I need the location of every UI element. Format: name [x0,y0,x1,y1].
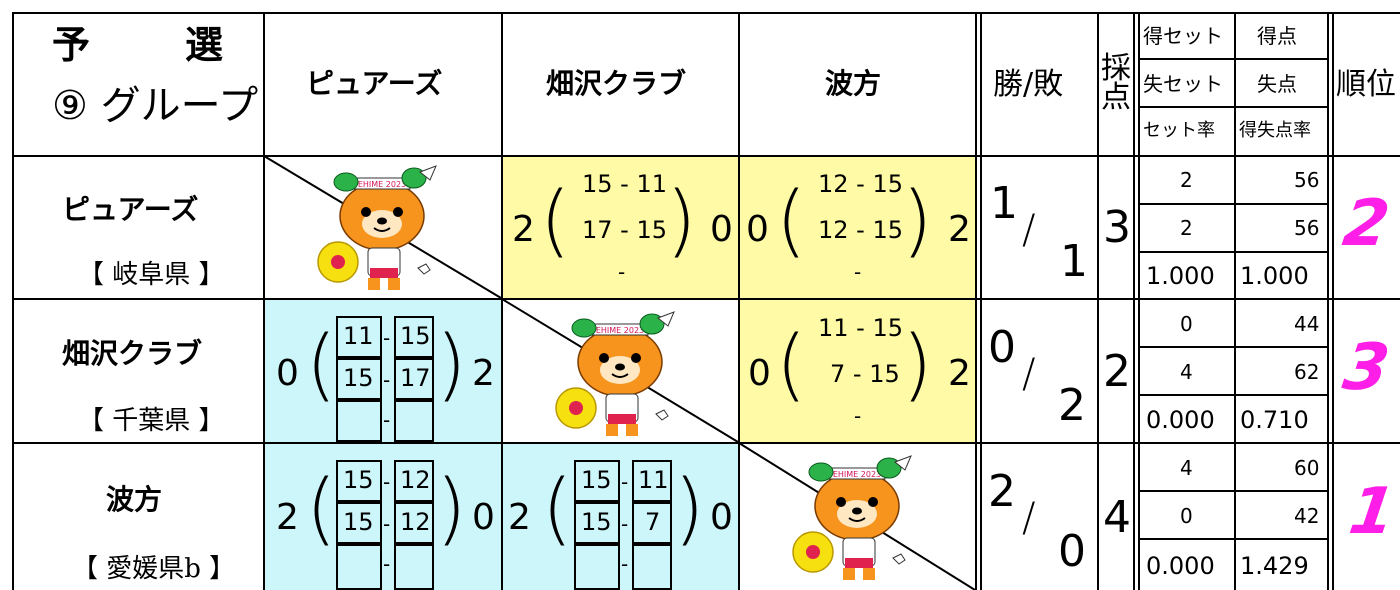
group-label: ⑨ グループ [52,83,259,129]
loss-r1: 1 [1060,236,1088,287]
mascot-icon: EHIME 2023 [317,165,437,290]
cell-r1-vs2 [503,157,738,298]
points-r3: 4 [1103,492,1131,543]
rank-r2: 3 [1338,331,1394,405]
set-won-r1: 2 [1180,168,1193,192]
col-header-rank: 順位 [1336,67,1396,102]
set-lost-r2: 4 [1180,360,1193,384]
points-r1: 3 [1103,202,1131,253]
set-lost-r3: 0 [1180,504,1193,528]
col-header-team3: 波方 [825,67,882,100]
cell-r3-vs1 [265,444,501,590]
stat-header-set-lost: 失セット [1143,72,1223,96]
cell-r2-vs3 [740,300,975,442]
mascot-icon: EHIME 2023 [792,455,912,580]
set-won-r2: 0 [1180,312,1193,336]
set-rate-r2: 0.000 [1146,406,1215,434]
col-header-points: 採点 [1101,51,1131,115]
group-title-1: 予 [52,22,91,67]
win-r3: 2 [988,466,1016,517]
team-name-r1: ピュアーズ [62,193,199,226]
pts-rate-r2: 0.710 [1240,406,1309,434]
mascot-icon: EHIME 2023 [555,311,675,436]
team-pref-r3: 【 愛媛県b 】 [72,554,236,584]
winloss-slash-r3: / [1022,495,1036,541]
stat-header-pts-won: 得点 [1257,24,1297,48]
rank-r3: 1 [1344,475,1400,549]
set-rate-r3: 0.000 [1146,552,1215,580]
loss-r2: 2 [1058,380,1086,431]
stat-header-pts-lost: 失点 [1257,72,1297,96]
team-name-r2: 畑沢クラブ [62,337,203,370]
loss-r3: 0 [1058,526,1086,577]
col-header-winloss: 勝/敗 [993,67,1064,102]
stat-header-pts-rate: 得失点率 [1239,120,1311,141]
stat-header-set-won: 得セット [1143,24,1223,48]
win-r2: 0 [988,322,1016,373]
team-pref-r2: 【 千葉県 】 [78,406,225,436]
pts-rate-r3: 1.429 [1240,552,1309,580]
team-pref-r1: 【 岐阜県 】 [78,260,225,290]
pts-won-r1: 56 [1294,168,1320,192]
rank-r1: 2 [1338,187,1394,261]
pts-lost-r2: 62 [1294,360,1320,384]
set-won-r3: 4 [1180,456,1193,480]
col-header-team2: 畑沢クラブ [546,67,687,100]
win-r1: 1 [990,178,1018,229]
points-r2: 2 [1103,346,1131,397]
pts-rate-r1: 1.000 [1240,262,1309,290]
mascot-banner: EHIME 2023 [596,326,644,335]
pts-lost-r3: 42 [1294,504,1320,528]
cell-r2-vs1 [265,300,501,442]
set-rate-r1: 1.000 [1146,262,1215,290]
pts-won-r2: 44 [1294,312,1320,336]
mascot-r1: EHIME 2023 [310,164,455,296]
set-lost-r1: 2 [1180,216,1193,240]
stat-header-set-rate: セット率 [1143,120,1215,141]
group-title-2: 選 [185,22,224,67]
pts-won-r3: 60 [1294,456,1320,480]
mascot-r3: EHIME 2023 [785,454,930,586]
pts-lost-r1: 56 [1294,216,1320,240]
winloss-slash-r1: / [1022,207,1036,253]
col-header-team1: ピュアーズ [306,67,443,100]
mascot-banner: EHIME 2023 [358,180,406,189]
winloss-slash-r2: / [1022,351,1036,397]
team-name-r3: 波方 [106,483,163,516]
mascot-banner: EHIME 2023 [833,470,881,479]
cell-r3-vs2 [503,444,738,590]
mascot-r2: EHIME 2023 [548,310,693,442]
cell-r1-vs3 [740,157,975,298]
